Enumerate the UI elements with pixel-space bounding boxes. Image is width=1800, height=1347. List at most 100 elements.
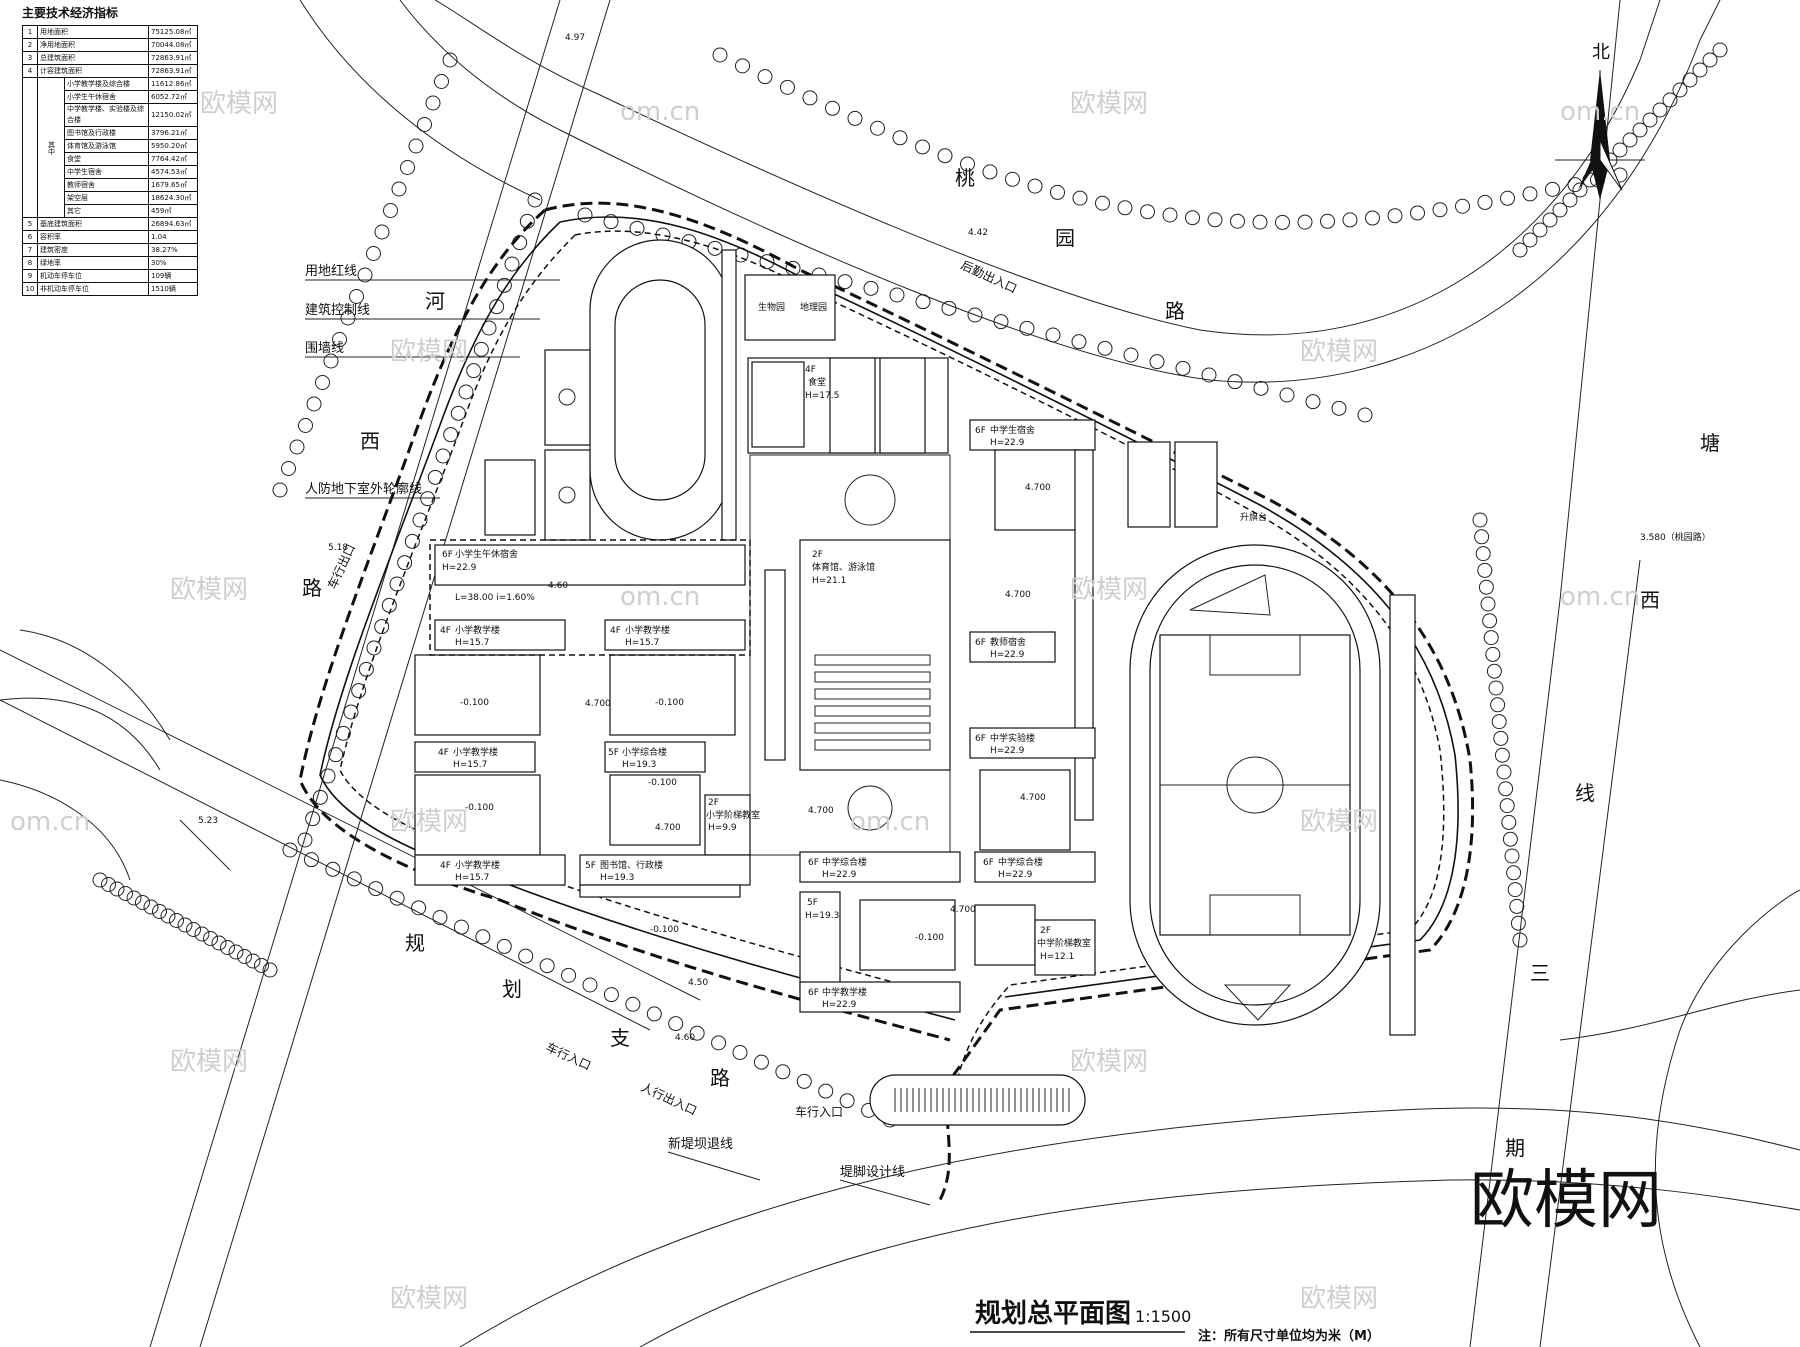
watermark-url: om.cn [1560,582,1640,612]
tree [1567,177,1583,193]
tree [1662,92,1678,108]
lib-floors: 5F [585,861,596,871]
road-name-char: 河 [425,289,445,313]
tree [272,482,288,498]
tree [177,917,193,933]
brand-watermark: 欧模网 [1470,1164,1662,1238]
tree [1488,680,1504,696]
tree [753,1054,769,1070]
tree [143,899,159,915]
canteen-height: H=17.5 [805,391,839,401]
ms-lab-label: 中学实验楼 [990,732,1035,744]
tree [194,926,210,942]
tree [358,661,374,677]
middle-lecture-hall [1034,919,1096,976]
tree [366,246,381,261]
tree [735,58,750,74]
tree [374,619,390,635]
tree [1480,596,1496,612]
logistics-entrance-label: 后勤出入口 [959,258,1019,296]
tree [689,1025,705,1041]
tree [1652,102,1668,118]
tree [1275,214,1290,230]
indicator-value: 1510辆 [148,282,198,296]
tree [1510,915,1526,931]
basketball-court [829,357,876,454]
tree [475,929,491,945]
ps-b-label: 小学教学楼 [625,624,670,636]
central-plaza: 2F 体育馆、游泳馆 H=21.1 [749,454,951,856]
tree [1486,663,1502,679]
tree [298,418,313,433]
ms-lect-height: H=12.1 [1040,952,1074,962]
tree [892,130,908,146]
road-name-char: 划 [502,977,522,1001]
wall-legend: 围墙线 [305,341,344,356]
tree [967,307,983,323]
ms-dorm-floors: 6F [975,426,986,436]
red-line-boundary [298,201,1475,1201]
tree [707,240,723,256]
ps-d-floors: 4F [440,861,451,871]
basketball-court [1174,441,1218,528]
tree [368,881,384,897]
elev-label: 4.60 [675,1033,695,1043]
elev-label: -0.100 [915,933,944,943]
tree [496,938,512,954]
ps-c-floors: 4F [438,748,449,758]
primary-teaching-building-d [414,854,566,886]
tree [1512,932,1528,948]
tree [1632,122,1648,138]
watermark: 欧模网 [1070,1047,1148,1077]
b5-floors: 5F [807,898,818,908]
tree [1562,192,1578,208]
watermark: 欧模网 [390,807,468,837]
tree [1410,205,1425,221]
tree [780,79,795,95]
elev-label: 4.42 [968,228,988,238]
drawing-title-block: 规划总平面图 1:1500 注：所有尺寸单位均为米（M） [970,1299,1380,1344]
tree [435,448,451,464]
middle-school-wing [799,891,841,993]
west-sports-area [484,239,737,541]
ps-c-label: 小学教学楼 [453,746,498,758]
basketball-court [1127,441,1171,528]
tree [357,267,373,283]
tree [1490,697,1506,713]
tree [1552,202,1568,218]
tree [335,725,351,741]
tree [289,439,305,455]
wall-line [319,216,1459,1021]
tree [1185,210,1200,226]
tree [1477,562,1493,578]
road-elevations: 4.97 4.42 5.18 5.23 4.60 3.580（桃园路） 4.60 [198,33,1711,1043]
watermark: 欧模网 [200,89,278,119]
tree [391,181,407,197]
bio-garden-label: 生物园 [758,301,785,313]
road-name-char: 期 [1505,1136,1525,1160]
tree [417,117,432,132]
north-block: 生物园 地理园 4F 食堂 H=17.5 [744,274,949,454]
primary-lecture-hall [704,794,751,856]
ms-teach-height: H=22.9 [822,1000,857,1010]
canteen-label: 食堂 [808,376,826,388]
tree [1005,171,1020,187]
elev-label: 4.700 [1020,793,1046,803]
tree [404,533,420,549]
tree [1252,214,1268,230]
tree [839,1093,855,1109]
tree [366,640,382,656]
elev-label: 4.700 [1005,590,1031,600]
tree [1712,42,1728,58]
tree [915,139,930,155]
tree [126,890,142,906]
tree [1506,865,1522,881]
tree [228,944,244,960]
tree [315,375,330,390]
